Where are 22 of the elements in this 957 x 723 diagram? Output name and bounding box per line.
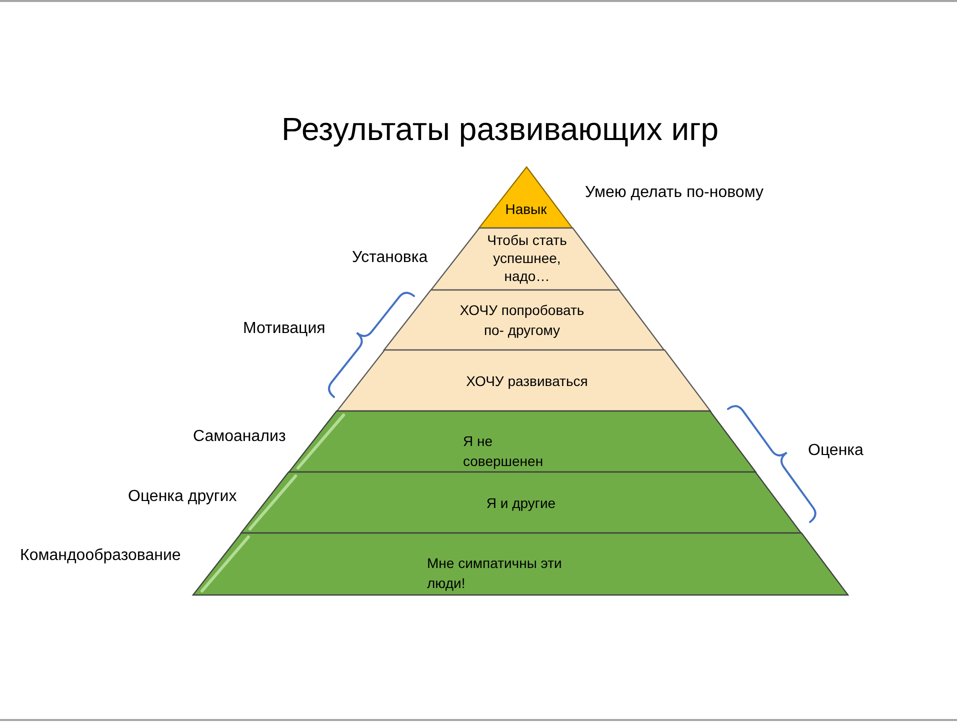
tier-text: Я не совершенен [462,432,544,471]
pyramid-tier [193,533,848,595]
pyramid-tier [288,411,756,472]
title: Результаты развивающих игр [282,110,719,148]
pyramid-tier [384,290,664,350]
group-label: Оценка [808,441,864,461]
pyramid-top-triangle [479,167,573,228]
pyramid-tier [241,472,802,533]
level-label: Умею делать по-новому [585,183,764,203]
tier-text: Я и другие [485,494,557,513]
group-label: Мотивация [243,319,326,339]
level-label: Самоанализ [193,427,286,447]
level-label: Установка [352,248,428,268]
pyramid-tier [431,228,620,290]
tier-text: ХОЧУ попробовать по- другому [458,301,586,340]
tier-text: Навык [504,200,548,219]
tier-text: Чтобы стать успешнее, надо… [486,231,568,285]
tier-text: Мне симпатичны эти люди! [427,554,563,593]
level-label: Оценка других [128,487,237,507]
level-label: Командообразование [20,546,181,566]
pyramid-tier [336,350,710,411]
tier-text: ХОЧУ развиваться [465,372,589,391]
